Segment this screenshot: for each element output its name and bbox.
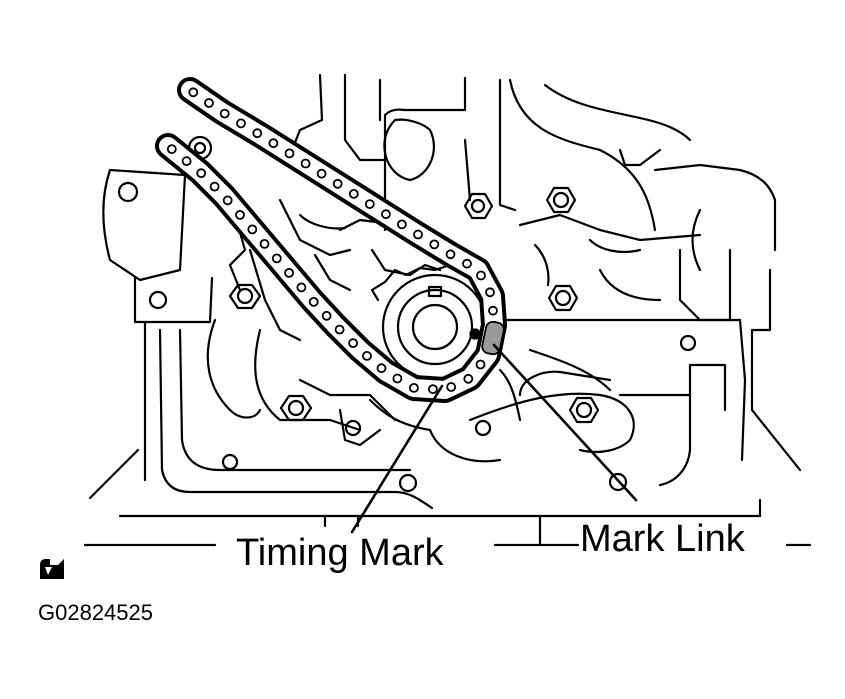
timing-mark-leader (350, 384, 444, 534)
chain-pin (271, 253, 282, 264)
chain-pin (308, 296, 319, 307)
chain-pin (316, 168, 327, 179)
chain-pin (392, 373, 403, 384)
chain-pin (235, 209, 245, 220)
chain-pin (413, 229, 423, 240)
timing-mark-dot (469, 328, 481, 340)
chain-pin (396, 219, 407, 230)
chain-pin (259, 238, 270, 249)
chain-pin (348, 338, 359, 349)
chain-pin (475, 359, 486, 370)
chain-pin (364, 199, 375, 210)
chain-pin (446, 382, 457, 392)
chain-pin (476, 270, 486, 281)
chain-pin (362, 350, 372, 361)
housing-bolts (228, 186, 600, 424)
chain-pin (222, 195, 233, 206)
mark-link-leader (492, 343, 638, 502)
bolt (568, 396, 600, 424)
chain-pin (445, 249, 456, 260)
chain-pin (488, 305, 498, 316)
chain-pin (268, 138, 279, 149)
chain-pin (334, 324, 345, 335)
camera-icon (40, 559, 64, 579)
figure-code: G02824525 (38, 600, 153, 625)
bolt (228, 283, 262, 310)
chain-pin (196, 168, 207, 179)
timing-mark-label: Timing Mark (236, 532, 444, 574)
chain-pin (209, 181, 220, 192)
chain-outline (155, 77, 507, 403)
chain-pin (188, 87, 199, 98)
chain-pin (462, 258, 472, 269)
chain-pin (219, 108, 230, 119)
engine-housing (83, 73, 812, 547)
chain-pin (252, 128, 263, 139)
chain-pin (427, 384, 438, 395)
chain-pin (166, 144, 177, 155)
chain-pin (247, 224, 258, 235)
chain-pin (204, 98, 214, 108)
chain-pin (376, 363, 387, 374)
housing-holes (187, 135, 697, 493)
chain-pin (429, 239, 440, 250)
bolt (463, 192, 494, 220)
chain-pin (236, 118, 246, 129)
chain-pin (181, 156, 192, 167)
chain-pin (321, 310, 332, 321)
bolt (545, 186, 577, 214)
chain-pin (284, 148, 295, 159)
chain-pin (300, 158, 311, 169)
chain-pin (408, 382, 419, 393)
chain-pin (284, 267, 295, 278)
bolt (279, 394, 313, 422)
chain-pin (296, 282, 307, 293)
chain-pin (332, 178, 343, 189)
bolt (547, 284, 579, 312)
timing-chain (155, 77, 507, 403)
chain-pin (380, 209, 391, 220)
chain-pin (348, 188, 359, 199)
chain-pin (485, 287, 495, 298)
chain-pin (463, 373, 474, 384)
mark-link (481, 320, 505, 356)
mark-link-label: Mark Link (580, 518, 745, 560)
